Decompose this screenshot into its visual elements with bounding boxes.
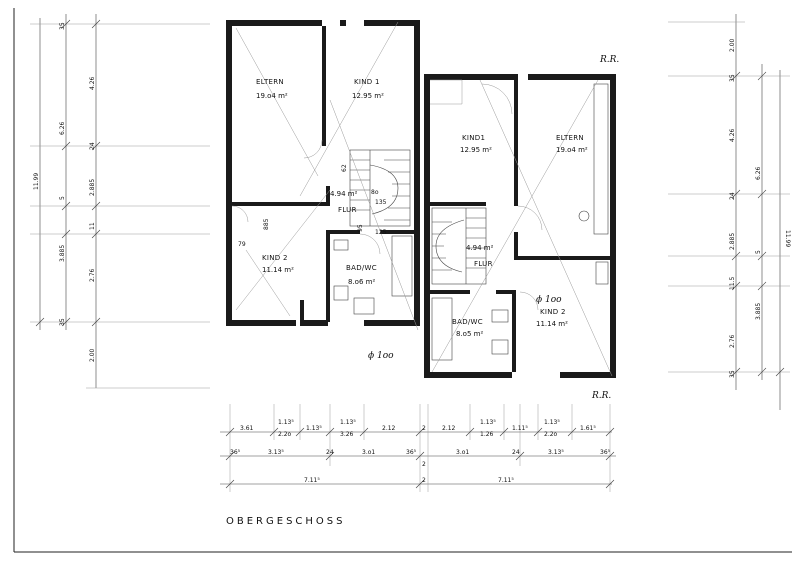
room-area-kind1: 12.95 m²: [460, 146, 492, 154]
right-dim-seg: 2.885: [729, 233, 736, 250]
bottom-dim: 3.o1: [362, 449, 375, 456]
right-dim-seg: 11.5: [729, 276, 736, 290]
left-dim-seg: 5: [59, 196, 66, 200]
room-area-kind2: 11.14 m²: [536, 320, 568, 328]
left-dim-seg: 35: [59, 318, 66, 326]
bottom-dim: 2: [422, 461, 426, 468]
room-label-kind2: KIND 2: [540, 308, 566, 316]
bottom-dim: 24: [512, 449, 520, 456]
bottom-dim: 1.13⁵: [278, 419, 294, 426]
right-unit: R.R. R.R. KIND1 12.95 m² ELTERN 19.o4 m²…: [424, 55, 619, 401]
annotation: 885: [263, 218, 270, 230]
bottom-dim: 36⁵: [600, 449, 611, 456]
right-dim-seg: 4.26: [729, 128, 736, 142]
annotation: 125: [375, 229, 387, 236]
right-dim-seg: 2.00: [729, 38, 736, 52]
bottom-dim: 1.13⁵: [544, 419, 560, 426]
annotation: 62: [341, 164, 348, 172]
bottom-dim: 1.13⁵: [306, 425, 322, 432]
bottom-dim: 2.2o: [278, 431, 292, 438]
bottom-dim: 1.26: [480, 431, 494, 438]
annotation: 95: [357, 224, 364, 232]
rr-mark-bottom: R.R.: [591, 391, 611, 401]
bottom-dim: 7.11⁵: [304, 477, 320, 484]
rr-mark-top: R.R.: [599, 55, 619, 65]
left-dim-seg: 2.885: [89, 179, 96, 196]
bottom-dim: 1.13⁵: [340, 419, 356, 426]
left-dim-seg: 6.26: [59, 121, 66, 135]
right-dim-seg: 24: [729, 192, 736, 200]
bottom-dim: 1.11⁵: [512, 425, 528, 432]
bottom-dim: 3.61: [240, 425, 254, 432]
bottom-dim: 2: [422, 477, 426, 484]
right-bath-fixtures: [431, 261, 609, 361]
pipe-diameter: ϕ 1oo: [368, 351, 394, 361]
right-dim-seg: 6.26: [755, 166, 762, 180]
right-dim-seg: 5: [755, 250, 762, 254]
room-area-flur: 4.94 m²: [330, 190, 358, 198]
room-area-eltern: 19.o4 m²: [556, 146, 588, 154]
bottom-dim: 3.13⁵: [548, 449, 564, 456]
bottom-dimension-chains: 3.61 1.13⁵ 2.2o 1.13⁵ 1.13⁵ 3.26 2.12 2 …: [220, 404, 616, 492]
bottom-dim: 24: [326, 449, 334, 456]
bottom-dim: 36⁵: [230, 449, 241, 456]
room-label-kind2: KIND 2: [262, 254, 288, 262]
bottom-dim: 36⁵: [406, 449, 417, 456]
annotation: 79: [238, 241, 246, 248]
left-bath-fixtures: [333, 235, 413, 315]
bottom-dim: 7.11⁵: [498, 477, 514, 484]
room-area-kind2: 11.14 m²: [262, 266, 294, 274]
right-dimension-chain: 2.00 35 4.26 6.26 24 2.885 5 11.5 3.885 …: [668, 14, 791, 410]
room-label-kind1: KIND1: [462, 134, 485, 142]
left-dim-seg: 4.26: [89, 76, 96, 90]
room-label-eltern: ELTERN: [256, 78, 284, 86]
room-label-flur: FLUR: [474, 260, 493, 268]
annotation: 135: [375, 199, 387, 206]
left-dim-seg: 2.76: [89, 268, 96, 282]
bottom-dim: 1.13⁵: [480, 419, 496, 426]
room-area-flur: 4.94 m²: [466, 244, 494, 252]
room-label-flur: FLUR: [338, 206, 357, 214]
left-dimension-chain: 11.99 35 6.26 4.26 24 2.885 5 11 3.885 2…: [30, 14, 210, 389]
right-eltern-wardrobe: [578, 83, 609, 235]
left-dim-seg: 11: [89, 222, 96, 230]
annotation: 8o: [371, 189, 379, 196]
bottom-dim: 2.2o: [544, 431, 558, 438]
bottom-dim: 3.13⁵: [268, 449, 284, 456]
drawing-title: OBERGESCHOSS: [226, 516, 345, 527]
room-area-bad: 8.o6 m²: [348, 278, 375, 286]
right-dim-seg: 2.76: [729, 334, 736, 348]
bottom-dim: 3.26: [340, 431, 354, 438]
bottom-dim: 2.12: [382, 425, 396, 432]
right-dim-seg: 35: [729, 370, 736, 378]
right-dim-outer: 11.99: [784, 230, 791, 247]
bottom-dim: 2.12: [442, 425, 456, 432]
right-dim-seg: 3.885: [755, 303, 762, 320]
bottom-dim: 1.61⁵: [580, 425, 596, 432]
bottom-dim: 2: [422, 425, 426, 432]
room-label-bad: BAD/WC: [346, 264, 377, 272]
left-dim-seg: 3.885: [59, 245, 66, 262]
room-area-kind1: 12.95 m²: [352, 92, 384, 100]
left-stair: [349, 149, 411, 227]
room-label-kind1: KIND 1: [354, 78, 380, 86]
left-unit: ELTERN 19.o4 m² KIND 1 12.95 m² 4.94 m² …: [226, 20, 420, 361]
room-label-eltern: ELTERN: [556, 134, 584, 142]
room-label-bad: BAD/WC: [452, 318, 483, 326]
left-dim-outer: 11.99: [33, 173, 40, 190]
bottom-dim: 3.o1: [456, 449, 469, 456]
left-dim-seg: 24: [89, 142, 96, 150]
room-area-eltern: 19.o4 m²: [256, 92, 288, 100]
room-area-bad: 8.o5 m²: [456, 330, 483, 338]
right-dim-seg: 35: [729, 74, 736, 82]
left-dim-seg: 2.00: [89, 348, 96, 362]
pipe-diameter: ϕ 1oo: [536, 295, 562, 305]
sheet-border: [13, 8, 792, 553]
right-stair: [431, 207, 487, 285]
left-dim-seg: 35: [59, 22, 66, 30]
